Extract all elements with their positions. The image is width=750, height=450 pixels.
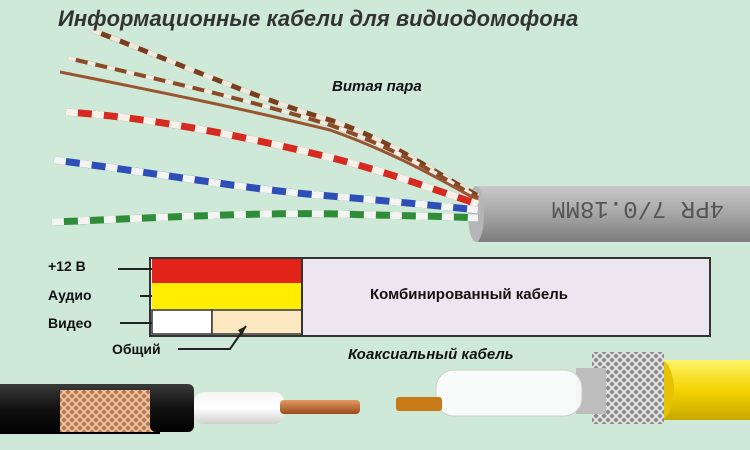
label-audio: Аудио [48,287,92,303]
wire-12v [152,259,302,283]
label-coax: Коаксиальный кабель [348,346,514,363]
page-title: Информационные кабели для видиодомофона [58,6,579,31]
wire-common [211,309,303,335]
wire-pair-green [51,210,479,226]
coax-black [0,384,360,434]
wire-audio [152,283,302,309]
label-12v: +12 В [48,258,86,274]
label-common: Общий [112,341,161,357]
twisted-pair-cable: 4PR 7/0.18MM [51,27,750,242]
label-twisted-pair: Витая пара [332,78,422,95]
wire-pair-blue [53,156,479,214]
cable-print: 4PR 7/0.18MM [551,194,724,221]
coax-yellow [396,352,750,424]
label-combined-cable: Комбинированный кабель [370,286,569,303]
wire-pair-brown [59,27,480,202]
combined-cable-diagram [118,257,711,350]
label-video: Видео [48,315,92,331]
wire-video [151,309,213,335]
wire-pair-red [65,108,480,208]
twisted-pair-jacket [474,186,750,242]
